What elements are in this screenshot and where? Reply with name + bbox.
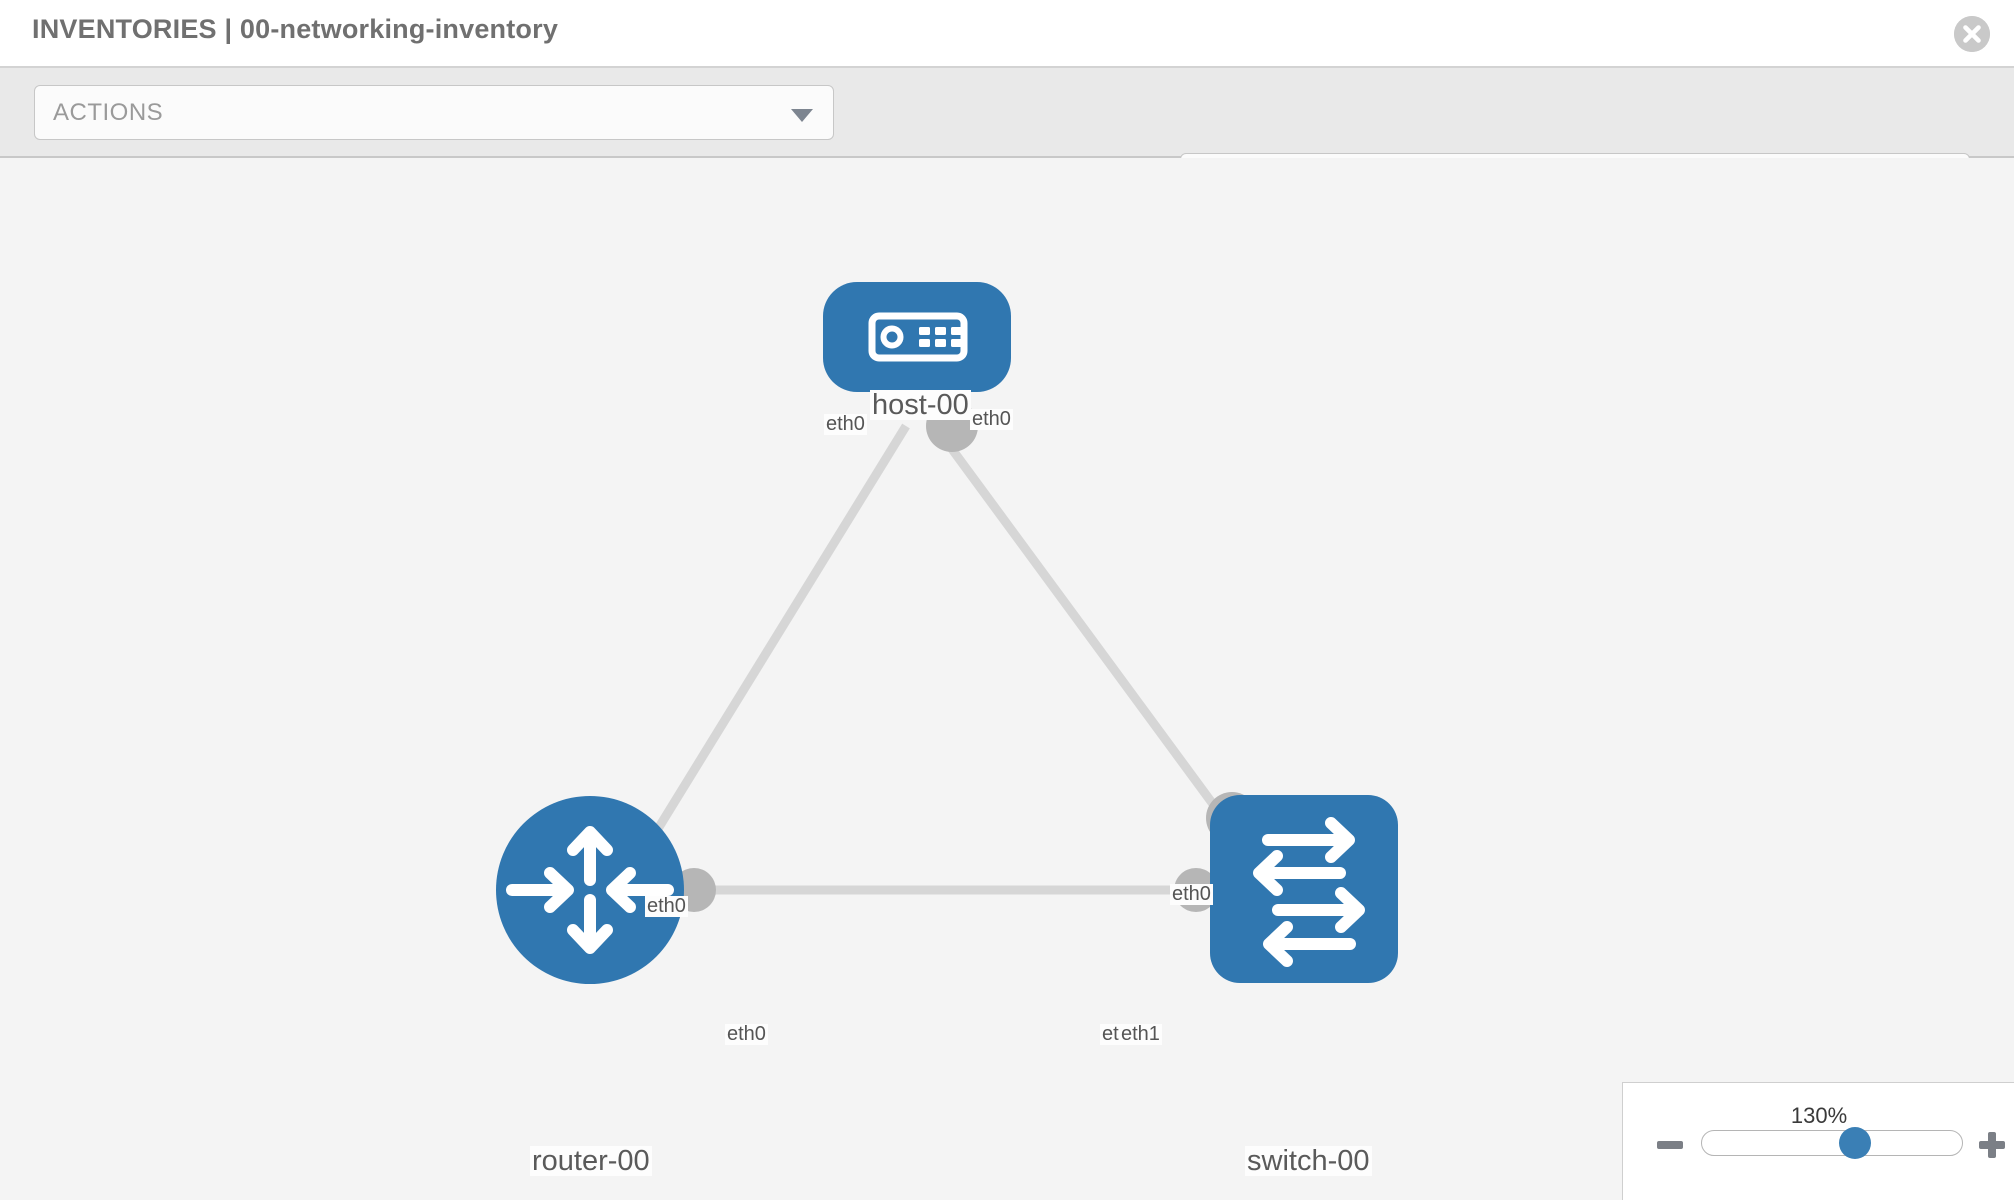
node-label-router-00: router-00 [530,1145,652,1177]
node-label-host-00: host-00 [870,389,971,421]
topology-edges [636,423,1236,895]
iface-label-switch00-up: eth0 [1170,883,1213,905]
page-title: INVENTORIES | 00-networking-inventory [32,14,559,44]
zoom-out-button[interactable] [1657,1141,1683,1149]
zoom-control-panel: 130% [1622,1082,2014,1200]
zoom-slider-thumb[interactable] [1839,1127,1871,1159]
actions-dropdown-label: ACTIONS [53,99,164,126]
toolbar: ACTIONS SEARCH [0,68,2014,208]
topology-canvas[interactable]: eth0 eth0 eth0 eth0 eth0 eth eth1 host-0… [0,158,2014,1200]
chevron-down-icon [791,109,813,122]
page-header: INVENTORIES | 00-networking-inventory [0,0,2014,68]
server-icon [868,312,968,362]
edge-host00-router00[interactable] [636,423,910,861]
iface-label-switch00-left: eth1 [1119,1023,1162,1045]
router-arrows-icon [506,826,674,954]
zoom-slider-track[interactable] [1701,1130,1963,1156]
node-host-00[interactable] [823,282,1011,392]
zoom-percent-label: 130% [1790,1103,1848,1128]
iface-label-router00-right: eth0 [725,1023,768,1045]
node-switch-00[interactable] [1210,795,1398,983]
switch-arrows-icon [1253,817,1365,967]
node-router-00[interactable] [496,796,684,984]
topology-graph [496,282,1398,984]
actions-dropdown[interactable]: ACTIONS [34,85,834,140]
iface-label-host00-left: eth0 [824,413,867,435]
iface-label-host00-right: eth0 [970,408,1013,430]
zoom-in-button[interactable] [1979,1141,2005,1149]
iface-label-router00-up: eth0 [645,895,688,917]
close-icon[interactable] [1954,16,1990,52]
node-label-switch-00: switch-00 [1245,1145,1372,1177]
edge-host00-switch00[interactable] [931,423,1236,833]
